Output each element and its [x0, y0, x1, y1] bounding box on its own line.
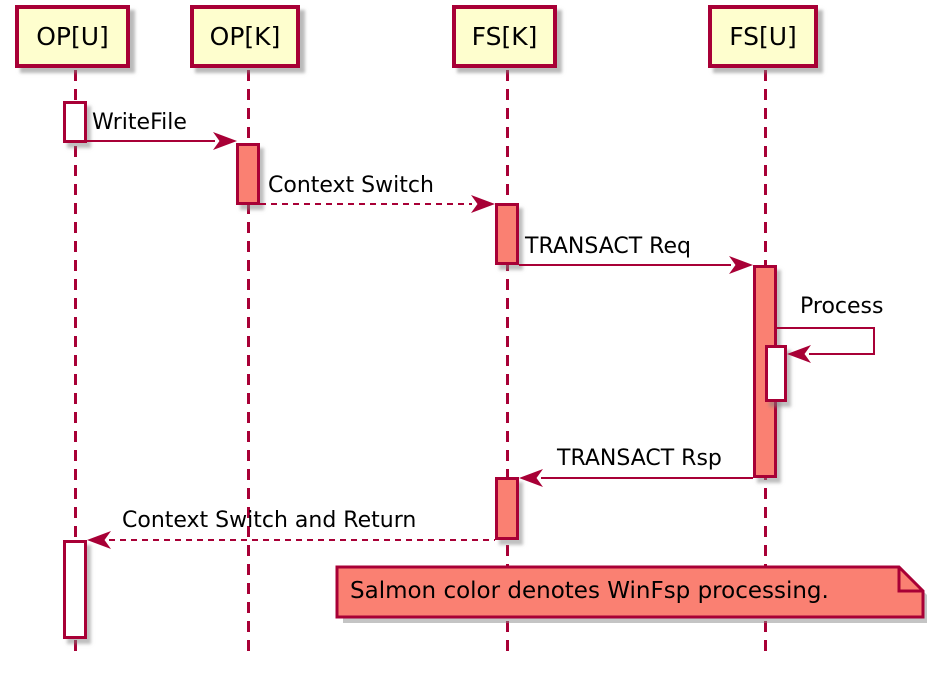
lifeline-op-k	[247, 70, 250, 652]
message-line-context-switch-return	[109, 539, 495, 541]
message-label-transact-req: TRANSACT Req	[525, 234, 691, 259]
arrowhead-left-icon	[519, 469, 543, 487]
activation-fs-k-salmon-1	[495, 203, 519, 265]
note-text: Salmon color denotes WinFsp processing.	[350, 578, 829, 604]
participant-label: OP[K]	[209, 22, 281, 51]
participant-fs-u: FS[U]	[708, 5, 818, 68]
message-label-process: Process	[800, 294, 884, 319]
activation-op-u-1	[63, 101, 87, 143]
participant-label: FS[U]	[729, 22, 797, 51]
lifeline-fs-k	[506, 70, 509, 652]
message-line-transact-rsp	[541, 477, 753, 479]
arrowhead-left-icon	[87, 531, 111, 549]
arrowhead-right-icon	[729, 256, 753, 274]
message-label-context-switch-return: Context Switch and Return	[122, 508, 417, 533]
self-message-side-line	[873, 327, 875, 355]
note-shape	[335, 565, 927, 623]
self-message-top-line	[777, 327, 875, 329]
arrowhead-right-icon	[213, 132, 237, 150]
participant-label: OP[U]	[36, 22, 109, 51]
activation-op-k-salmon	[236, 143, 260, 205]
arrowhead-left-icon	[787, 345, 811, 363]
message-line-writefile	[87, 140, 215, 142]
activation-op-u-2	[63, 540, 87, 639]
participant-op-k: OP[K]	[190, 5, 300, 68]
participant-label: FS[K]	[471, 22, 538, 51]
message-label-transact-rsp: TRANSACT Rsp	[557, 446, 722, 471]
message-label-writefile: WriteFile	[92, 110, 187, 135]
activation-fs-k-salmon-2	[495, 477, 519, 540]
message-line-transact-req	[519, 264, 731, 266]
message-label-context-switch: Context Switch	[268, 173, 434, 198]
lifeline-op-u	[74, 70, 77, 652]
note-body	[335, 565, 925, 619]
arrowhead-right-icon	[471, 195, 495, 213]
participant-op-u: OP[U]	[15, 5, 130, 68]
participant-fs-k: FS[K]	[452, 5, 557, 68]
self-message-bottom-line	[809, 353, 875, 355]
message-line-context-switch	[260, 203, 472, 205]
note-fold-icon	[897, 567, 923, 593]
activation-fs-u-nested	[765, 345, 787, 402]
